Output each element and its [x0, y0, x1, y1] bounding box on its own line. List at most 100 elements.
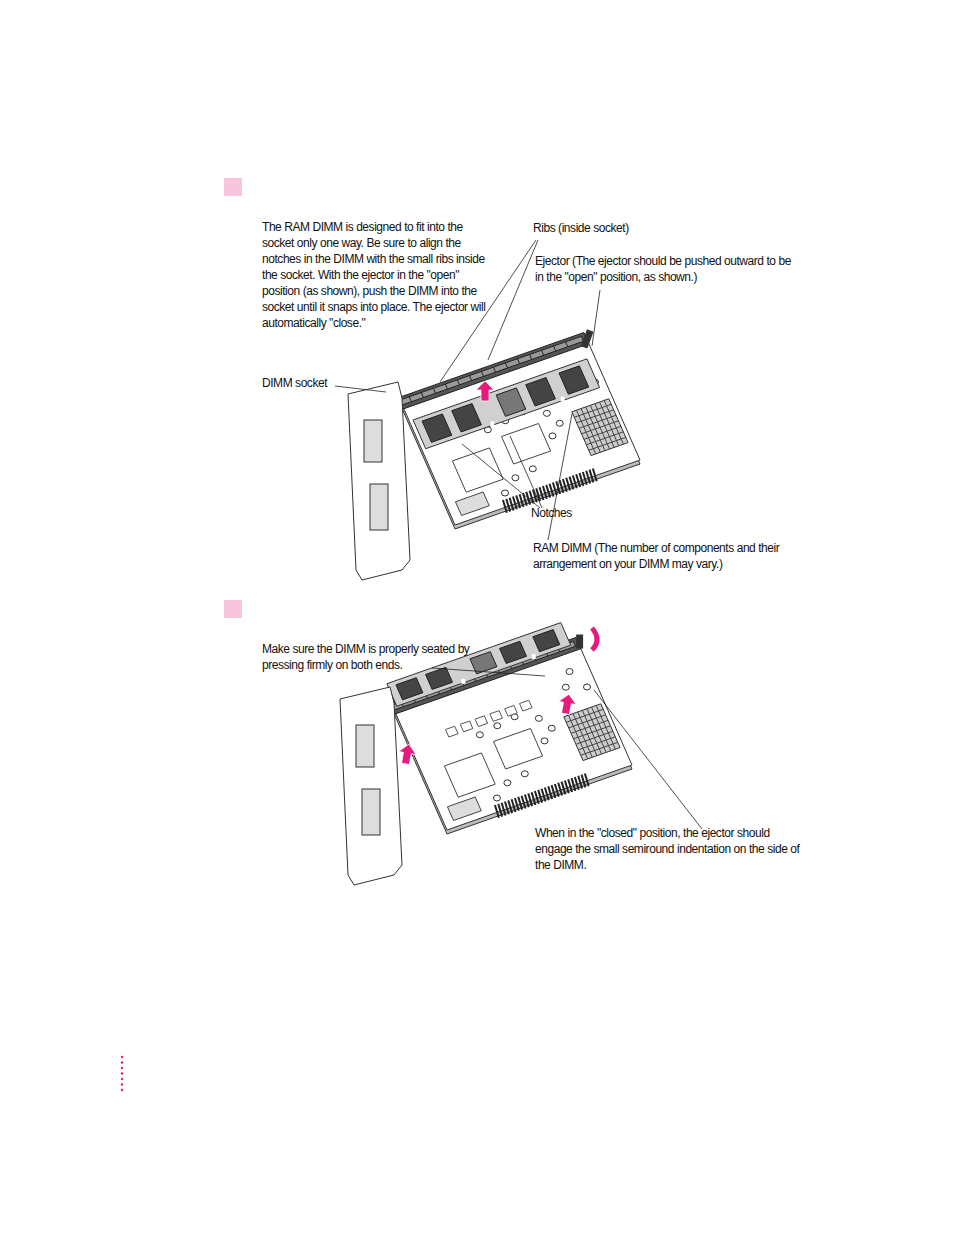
- component: [562, 684, 569, 690]
- component: [584, 684, 591, 690]
- leader-line: [548, 414, 572, 540]
- socket-rib: [469, 376, 471, 381]
- socket-rib: [530, 355, 532, 360]
- socket-rib: [445, 384, 447, 389]
- chip: [494, 729, 543, 770]
- port: [370, 484, 388, 530]
- push-arrow: [476, 381, 494, 401]
- dimm-notch: [490, 421, 494, 426]
- ejector: [581, 329, 594, 348]
- leader-line: [594, 690, 702, 829]
- margin-dot: [121, 1061, 123, 1063]
- socket-rib: [457, 380, 459, 385]
- heatsink-fin: [596, 705, 615, 749]
- callout-label: Ribs (inside socket): [533, 220, 683, 236]
- callout-label: Ejector (The ejector should be pushed ou…: [535, 253, 797, 285]
- memory-chip: [533, 630, 560, 652]
- component: [520, 700, 533, 711]
- component: [504, 780, 511, 786]
- socket-rib: [554, 346, 556, 351]
- socket-rib: [542, 350, 544, 355]
- callout-label: DIMM socket: [262, 375, 342, 391]
- heatsink: [572, 399, 628, 456]
- component: [490, 711, 503, 722]
- socket-rib: [433, 388, 435, 393]
- margin-dot: [121, 1089, 123, 1091]
- edge-connector: [593, 468, 597, 481]
- chip: [444, 753, 495, 797]
- component: [556, 420, 563, 426]
- port: [364, 420, 382, 462]
- memory-chip: [470, 652, 497, 674]
- component: [446, 726, 459, 737]
- connector: [455, 492, 489, 516]
- component: [475, 716, 488, 727]
- port: [362, 789, 380, 835]
- memory-chip: [452, 404, 482, 432]
- port: [356, 725, 374, 767]
- component: [541, 738, 548, 744]
- heatsink-fin: [578, 737, 615, 750]
- callout-label: When in the "closed" position, the eject…: [535, 825, 805, 873]
- socket-rib: [505, 363, 507, 368]
- component: [505, 705, 518, 716]
- socket-rib: [481, 371, 483, 376]
- step-marker: [224, 600, 242, 618]
- heatsink-fin: [589, 437, 626, 450]
- connector: [447, 797, 481, 821]
- leader-line: [432, 668, 545, 676]
- component: [529, 466, 536, 472]
- socket-rib: [493, 367, 495, 372]
- circuit-board: [392, 640, 632, 830]
- instruction-note: Make sure the DIMM is properly seated by…: [262, 641, 488, 673]
- component: [543, 410, 550, 416]
- memory-chip: [526, 378, 556, 406]
- component: [494, 723, 501, 729]
- margin-dot: [121, 1083, 123, 1085]
- memory-chip: [496, 388, 526, 416]
- heatsink-fin: [581, 742, 618, 755]
- dimm-notch: [561, 397, 565, 402]
- margin-dot: [121, 1072, 123, 1074]
- component: [549, 433, 556, 439]
- heatsink-fin: [604, 400, 623, 444]
- component: [521, 771, 528, 777]
- component: [512, 475, 519, 481]
- margin-dot: [121, 1067, 123, 1069]
- margin-dot: [121, 1078, 123, 1080]
- leader-line: [335, 386, 386, 392]
- chip: [502, 424, 551, 465]
- press-arrow: [557, 693, 578, 716]
- dimm-notch: [532, 654, 536, 659]
- component: [502, 490, 509, 496]
- component: [476, 732, 483, 738]
- component: [535, 715, 542, 721]
- ram-dimm: [413, 359, 600, 449]
- socket-rib: [566, 342, 568, 347]
- edge-connector: [585, 773, 589, 786]
- mounting-bracket: [340, 687, 402, 885]
- memory-chip: [422, 414, 452, 442]
- memory-chip: [559, 366, 589, 394]
- press-arrow: [397, 743, 418, 766]
- memory-chip: [500, 641, 527, 663]
- step-marker: [224, 178, 242, 196]
- callout-label: RAM DIMM (The number of components and t…: [533, 540, 788, 572]
- component: [566, 669, 573, 675]
- callout-label: Notches: [531, 505, 601, 521]
- dimm-notch: [461, 679, 465, 684]
- instruction-note: The RAM DIMM is designed to fit into the…: [262, 219, 494, 331]
- memory-chip: [426, 667, 453, 689]
- component: [548, 725, 555, 731]
- circuit-board: [400, 335, 640, 525]
- leader-line: [462, 444, 540, 508]
- memory-chip: [396, 678, 423, 700]
- component: [460, 721, 473, 732]
- ram-dimm: [387, 623, 571, 707]
- leader-line: [510, 436, 542, 508]
- socket-rib: [421, 393, 423, 398]
- socket-rib: [409, 397, 411, 402]
- heatsink-fin: [586, 432, 623, 445]
